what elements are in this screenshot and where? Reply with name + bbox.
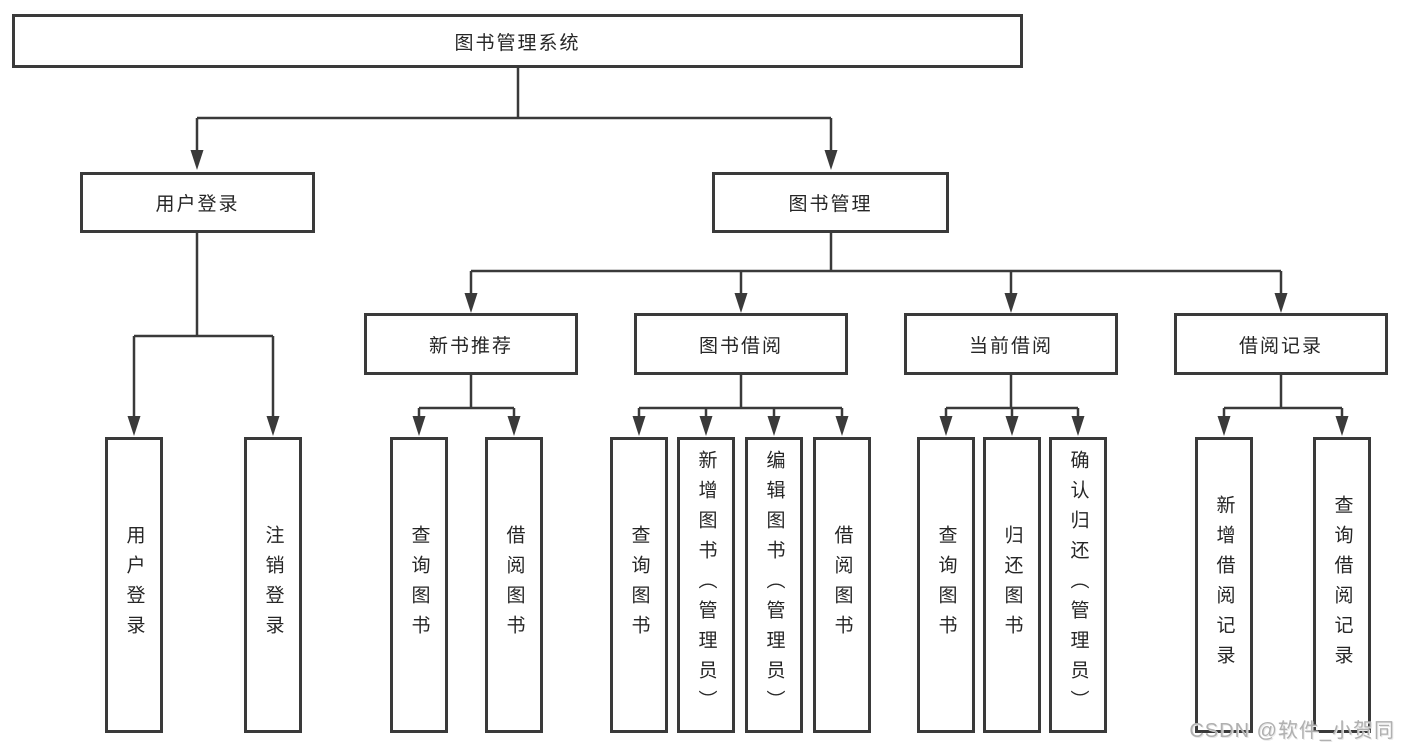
arrow-icon (1217, 416, 1231, 436)
arrow-icon (1274, 293, 1288, 313)
arrow-icon (1335, 416, 1349, 436)
arrow-icon (835, 416, 849, 436)
leaf-borrow-books-recommend: 借阅图书 (485, 437, 543, 733)
node-new-book-recommend: 新书推荐 (364, 313, 578, 375)
arrow-icon (412, 416, 426, 436)
arrow-icon (699, 416, 713, 436)
arrow-icon (127, 416, 141, 436)
arrow-icon (939, 416, 953, 436)
arrow-icon (507, 416, 521, 436)
edge-borrowing-to-leaves (637, 375, 844, 420)
node-user-login: 用户登录 (80, 172, 315, 233)
arrow-icon (824, 150, 838, 170)
csdn-watermark: CSDN @软件_小贺同学 (1189, 720, 1395, 742)
edge-records-to-leaves (1222, 375, 1344, 420)
node-current-borrowing: 当前借阅 (904, 313, 1118, 375)
edge-bookmgmt-to-level3 (469, 233, 1283, 295)
arrow-icon (767, 416, 781, 436)
node-book-borrowing: 图书借阅 (634, 313, 848, 375)
leaf-borrow-books-borrowing: 借阅图书 (813, 437, 871, 733)
leaf-query-books-borrowing: 查询图书 (610, 437, 668, 733)
leaf-confirm-return-admin: 确认归还（管理员） (1049, 437, 1107, 733)
leaf-add-book-admin: 新增图书（管理员） (677, 437, 735, 733)
leaf-return-books: 归还图书 (983, 437, 1041, 733)
leaf-add-borrow-record: 新增借阅记录 (1195, 437, 1253, 733)
node-library-system: 图书管理系统 (12, 14, 1023, 68)
arrow-icon (632, 416, 646, 436)
arrow-icon (1071, 416, 1085, 436)
arrow-icon (1005, 416, 1019, 436)
leaf-query-books-recommend: 查询图书 (390, 437, 448, 733)
edge-root-to-level2 (195, 68, 833, 152)
node-book-management: 图书管理 (712, 172, 949, 233)
arrow-icon (1004, 293, 1018, 313)
leaf-query-books-current: 查询图书 (917, 437, 975, 733)
edge-userlogin-to-leaves (132, 233, 275, 418)
arrow-icon (734, 293, 748, 313)
leaf-edit-book-admin: 编辑图书（管理员） (745, 437, 803, 733)
leaf-logout: 注销登录 (244, 437, 302, 733)
node-borrowing-records: 借阅记录 (1174, 313, 1388, 375)
edge-current-to-leaves (944, 375, 1080, 420)
arrow-icon (266, 416, 280, 436)
leaf-user-login: 用户登录 (105, 437, 163, 733)
arrow-icon (464, 293, 478, 313)
edge-newbook-to-leaves (417, 375, 516, 420)
arrow-icon (190, 150, 204, 170)
leaf-query-borrow-record: 查询借阅记录 (1313, 437, 1371, 733)
